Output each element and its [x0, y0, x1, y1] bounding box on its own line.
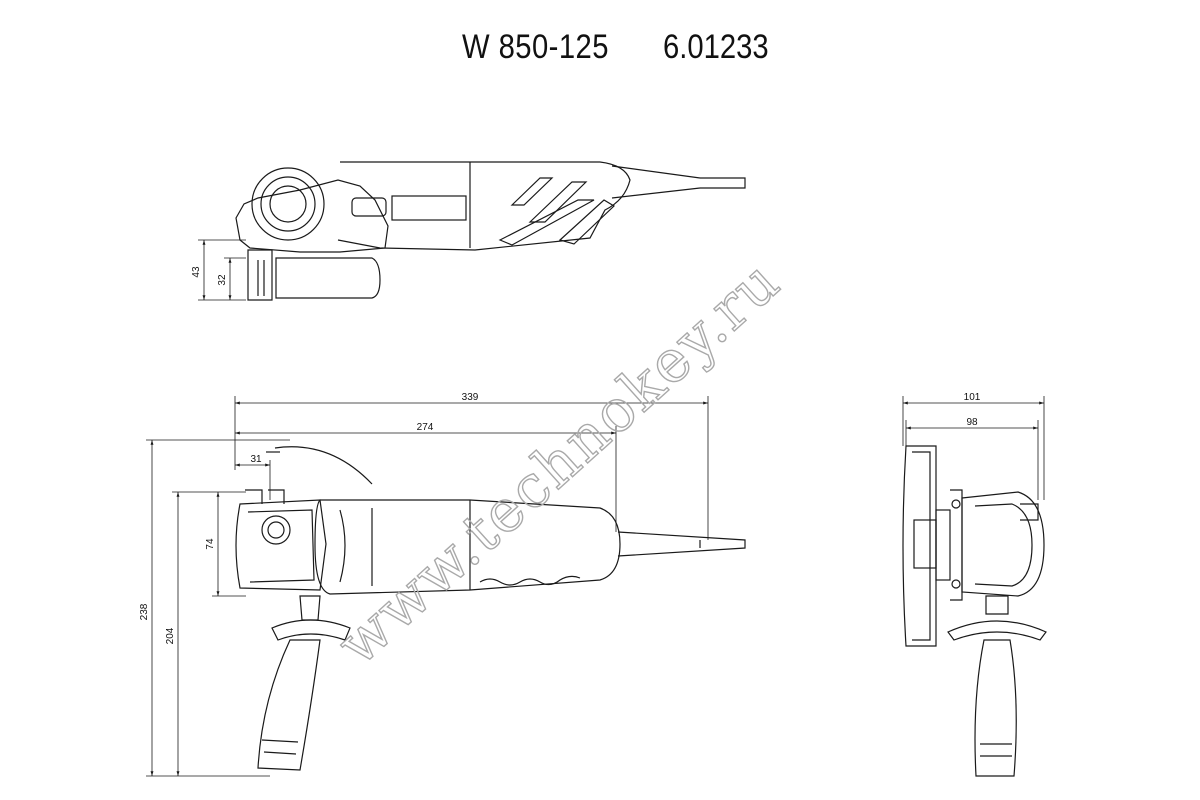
dim-98: 98: [966, 417, 978, 428]
side-view: [235, 446, 746, 771]
dim-274: 274: [417, 422, 434, 433]
dim-32: 32: [217, 274, 228, 286]
dim-31: 31: [250, 454, 262, 465]
top-view-dimensions: [198, 239, 246, 301]
dim-101: 101: [964, 392, 981, 403]
dim-74: 74: [205, 538, 216, 550]
watermark-text: www.technokey.ru: [324, 246, 793, 678]
side-view-dimensions: [146, 396, 709, 777]
front-view: [902, 445, 1047, 777]
article-number: 6.01233: [663, 28, 769, 66]
model-title: W 850-125: [462, 28, 609, 66]
front-view-dimensions: [902, 396, 1045, 500]
dim-204: 204: [165, 627, 176, 644]
dim-43: 43: [191, 266, 202, 278]
drawing-header: W 850-125 6.01233: [0, 28, 1200, 78]
dim-339: 339: [462, 392, 479, 403]
top-view: [235, 161, 746, 301]
dim-238: 238: [139, 603, 150, 620]
